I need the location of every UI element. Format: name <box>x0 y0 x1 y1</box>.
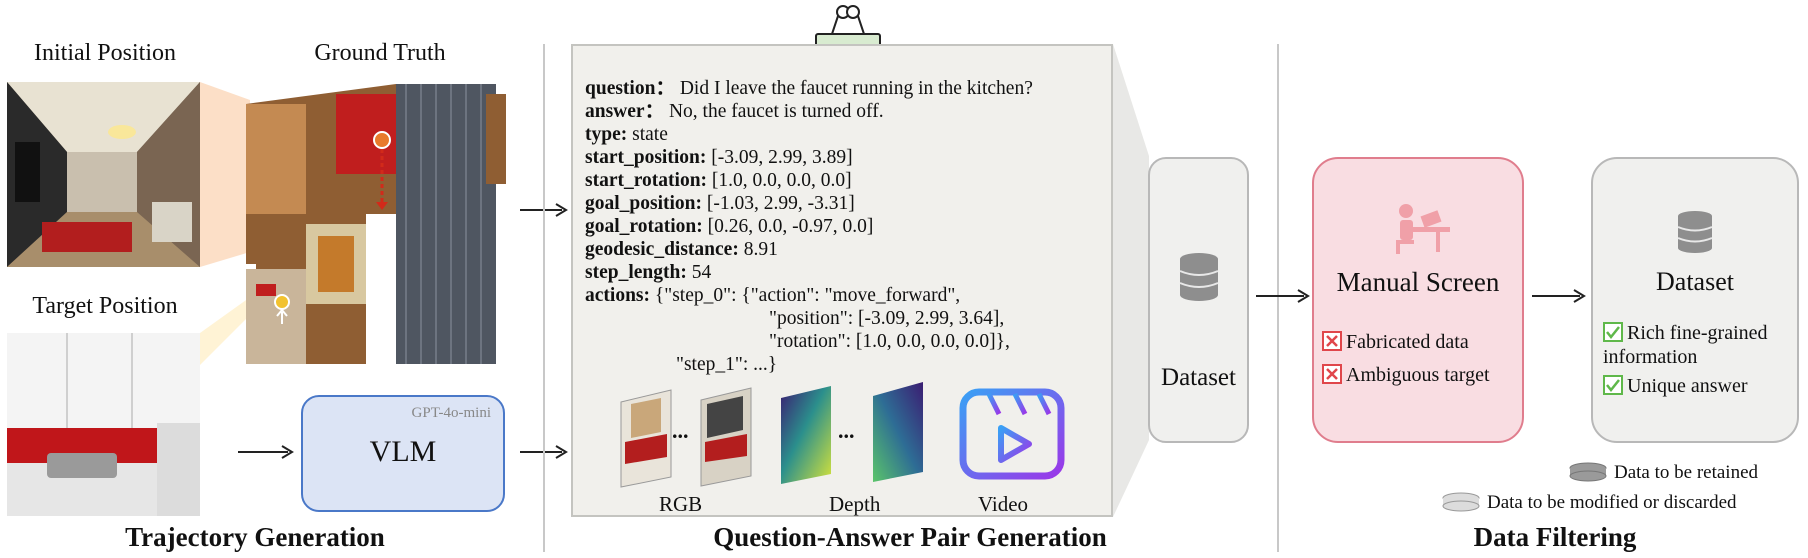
dataset-mid-box: Dataset <box>1148 157 1249 443</box>
x-box-icon <box>1322 331 1342 351</box>
qa-type: type: state <box>585 124 668 145</box>
qa-answer: answer： No, the faucet is turned off. <box>585 101 884 122</box>
target-position-label: Target Position <box>32 293 178 319</box>
initial-position-image <box>7 82 200 267</box>
dataset-final-box: Dataset Rich fine-grained information Un… <box>1591 157 1799 443</box>
legend-retained: Data to be retained <box>1568 462 1758 484</box>
legend-modified: Data to be modified or discarded <box>1441 492 1737 514</box>
depth-ellipsis: ... <box>838 418 855 443</box>
qa-generation-title: Question-Answer Pair Generation <box>713 522 1107 552</box>
qa-card: question： Did I leave the faucet running… <box>571 44 1113 517</box>
initial-position-label: Initial Position <box>33 40 176 66</box>
qa-action-step1: "step_1": ...} <box>676 354 778 375</box>
database-icon-final <box>1677 211 1713 253</box>
manual-screen-title: Manual Screen <box>1336 267 1500 297</box>
check-box-icon <box>1603 375 1623 395</box>
rgb-ellipsis: ... <box>672 418 689 443</box>
rgb-frames <box>620 387 752 488</box>
final-item-rich: Rich fine-grained information <box>1603 322 1768 368</box>
vlm-box: GPT-4o-mini VLM <box>301 395 505 512</box>
ground-truth-floorplan <box>246 84 506 364</box>
arrow-dataset-to-manual <box>1256 289 1310 303</box>
check-box-icon <box>1603 322 1623 342</box>
funnel-to-dataset <box>1113 44 1149 517</box>
database-icon-mid <box>1179 253 1219 301</box>
arrow-target-to-vlm <box>238 445 294 459</box>
qa-action-position: "position": [-3.09, 2.99, 3.64], <box>769 308 1005 329</box>
qa-question: question： Did I leave the faucet running… <box>585 78 1033 99</box>
qa-actions: actions: {"step_0": {"action": "move_for… <box>585 285 961 306</box>
ground-truth-label: Ground Truth <box>314 40 446 66</box>
divider-right <box>1277 44 1279 552</box>
target-connector <box>200 290 260 365</box>
depth-frames <box>781 382 923 484</box>
vlm-model-label: GPT-4o-mini <box>411 405 491 421</box>
target-position-image <box>7 333 200 516</box>
database-modified-icon <box>1442 492 1480 512</box>
dataset-final-label: Dataset <box>1656 267 1734 296</box>
qa-goal-rotation: goal_rotation: [0.26, 0.0, -0.97, 0.0] <box>585 216 874 237</box>
depth-label: Depth <box>829 492 881 516</box>
final-item-unique: Unique answer <box>1603 375 1748 398</box>
vlm-label: VLM <box>369 435 437 468</box>
manual-item-fabricated: Fabricated data <box>1322 331 1469 354</box>
qa-start-rotation: start_rotation: [1.0, 0.0, 0.0, 0.0] <box>585 170 852 191</box>
qa-step-length: step_length: 54 <box>585 262 712 283</box>
x-box-icon <box>1322 364 1342 384</box>
video-label: Video <box>978 492 1029 516</box>
dataset-mid-label: Dataset <box>1161 364 1236 391</box>
database-retained-icon <box>1569 462 1607 482</box>
video-icon <box>959 388 1065 480</box>
arrow-floorplan-to-qa <box>520 203 568 217</box>
manual-item-ambiguous: Ambiguous target <box>1322 364 1490 387</box>
divider-left <box>543 44 545 552</box>
qa-action-rotation: "rotation": [1.0, 0.0, 0.0, 0.0]}, <box>769 331 1010 352</box>
manual-screen-box: Manual Screen Fabricated data Ambiguous … <box>1312 157 1524 443</box>
initial-connector <box>200 82 250 267</box>
qa-goal-position: goal_position: [-1.03, 2.99, -3.31] <box>585 193 855 214</box>
qa-geodesic-distance: geodesic_distance: 8.91 <box>585 239 778 260</box>
arrow-vlm-to-qa <box>520 445 568 459</box>
trajectory-generation-title: Trajectory Generation <box>125 522 385 552</box>
worker-desk-icon <box>1396 204 1450 254</box>
data-filtering-title: Data Filtering <box>1473 522 1637 552</box>
arrow-manual-to-dataset <box>1532 289 1586 303</box>
qa-start-position: start_position: [-3.09, 2.99, 3.89] <box>585 147 853 168</box>
rgb-label: RGB <box>659 492 703 516</box>
